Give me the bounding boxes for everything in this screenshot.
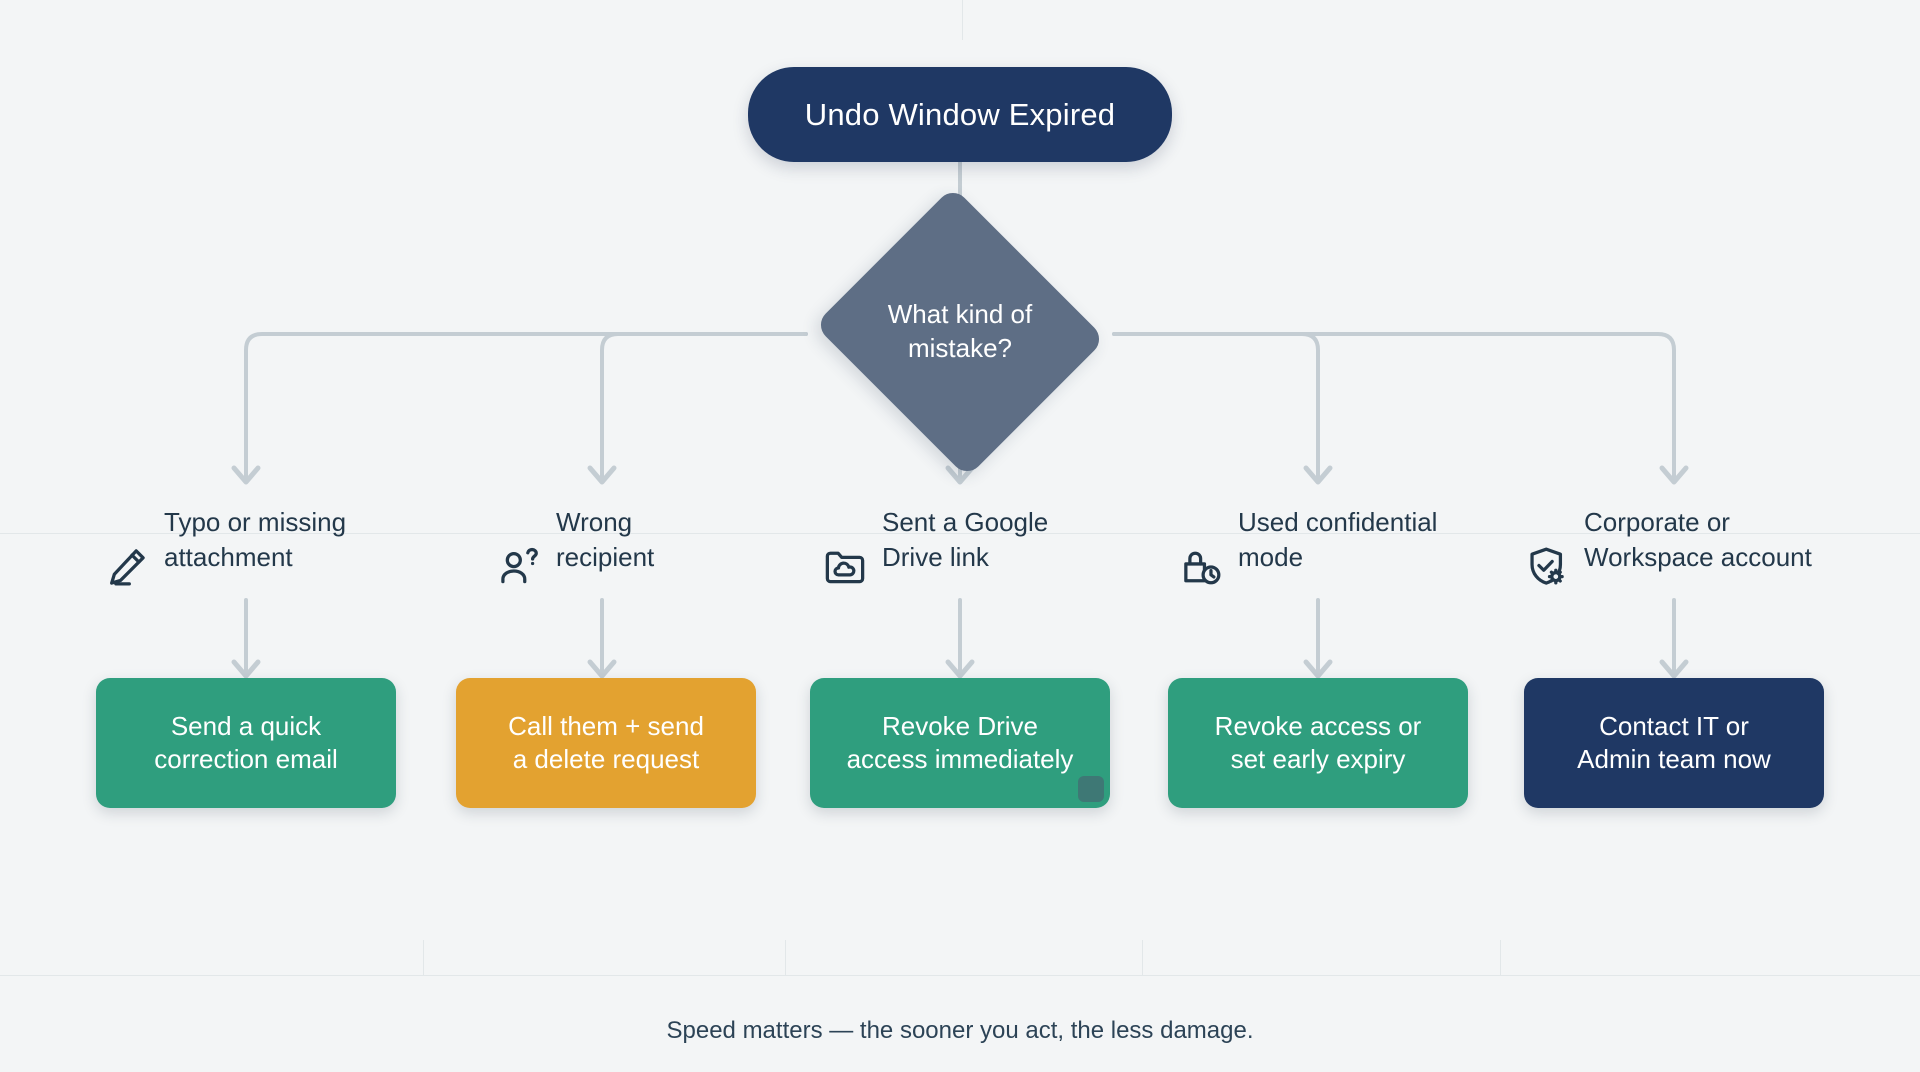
folder-cloud-icon (822, 509, 868, 583)
connector-decision-to-branch-5 (1112, 332, 1676, 480)
connector-decision-to-branch-1 (244, 332, 808, 480)
branch-label-3: Sent a Google Drive link (822, 505, 1122, 583)
grid-line-vertical (1142, 940, 1143, 976)
grid-line-horizontal (0, 533, 1920, 534)
start-node-label: Undo Window Expired (804, 96, 1116, 132)
connector-decision-to-branch-4 (1112, 332, 1320, 480)
node-artifact (1078, 776, 1104, 802)
action-node-1[interactable]: Send a quick correction email (96, 678, 396, 808)
action-node-5[interactable]: Contact IT or Admin team now (1524, 678, 1824, 808)
decision-node[interactable]: What kind of mistake? (814, 186, 1106, 478)
branch-label-4-text: Used confidential mode (1238, 507, 1438, 572)
decision-node-label: What kind of mistake? (887, 299, 1033, 363)
grid-line-vertical (962, 0, 963, 40)
start-node[interactable]: Undo Window Expired (748, 67, 1172, 162)
arrowhead-branch-4 (1303, 465, 1333, 485)
shield-check-gear-icon (1524, 509, 1570, 585)
action-node-4[interactable]: Revoke access or set early expiry (1168, 678, 1468, 808)
action-node-3[interactable]: Revoke Drive access immediately (810, 678, 1110, 808)
arrowhead-action-2 (587, 659, 617, 679)
branch-label-4: Used confidential mode (1178, 505, 1478, 584)
connector-decision-to-branch-2 (600, 332, 808, 480)
action-node-4-label: Revoke access or set early expiry (1214, 710, 1422, 774)
branch-label-1: Typo or missing attachment (104, 505, 404, 586)
action-node-3-label: Revoke Drive access immediately (846, 710, 1074, 774)
arrowhead-action-3 (945, 659, 975, 679)
branch-label-2: Wrong recipient (496, 505, 756, 583)
action-node-5-label: Contact IT or Admin team now (1577, 710, 1771, 774)
lock-clock-icon (1178, 509, 1224, 584)
branch-label-5: Corporate or Workspace account (1524, 505, 1884, 585)
branch-label-5-text: Corporate or Workspace account (1584, 507, 1812, 572)
grid-line-horizontal (0, 975, 1920, 976)
branch-label-3-text: Sent a Google Drive link (882, 507, 1049, 572)
action-node-2[interactable]: Call them + send a delete request (456, 678, 756, 808)
arrowhead-branch-2 (587, 465, 617, 485)
arrowhead-branch-5 (1659, 465, 1689, 485)
branch-label-1-text: Typo or missing attachment (164, 507, 347, 572)
footer-note: Speed matters — the sooner you act, the … (666, 1017, 1254, 1044)
branch-label-2-text: Wrong recipient (556, 507, 655, 572)
grid-line-vertical (423, 940, 424, 976)
arrowhead-action-5 (1659, 659, 1689, 679)
action-node-2-label: Call them + send a delete request (508, 710, 704, 774)
arrowhead-action-1 (231, 659, 261, 679)
grid-line-vertical (1500, 940, 1501, 976)
action-node-1-label: Send a quick correction email (154, 710, 338, 774)
grid-line-vertical (785, 940, 786, 976)
pencil-icon (104, 509, 150, 586)
person-question-icon (496, 509, 542, 583)
arrowhead-action-4 (1303, 659, 1333, 679)
arrowhead-branch-1 (231, 465, 261, 485)
